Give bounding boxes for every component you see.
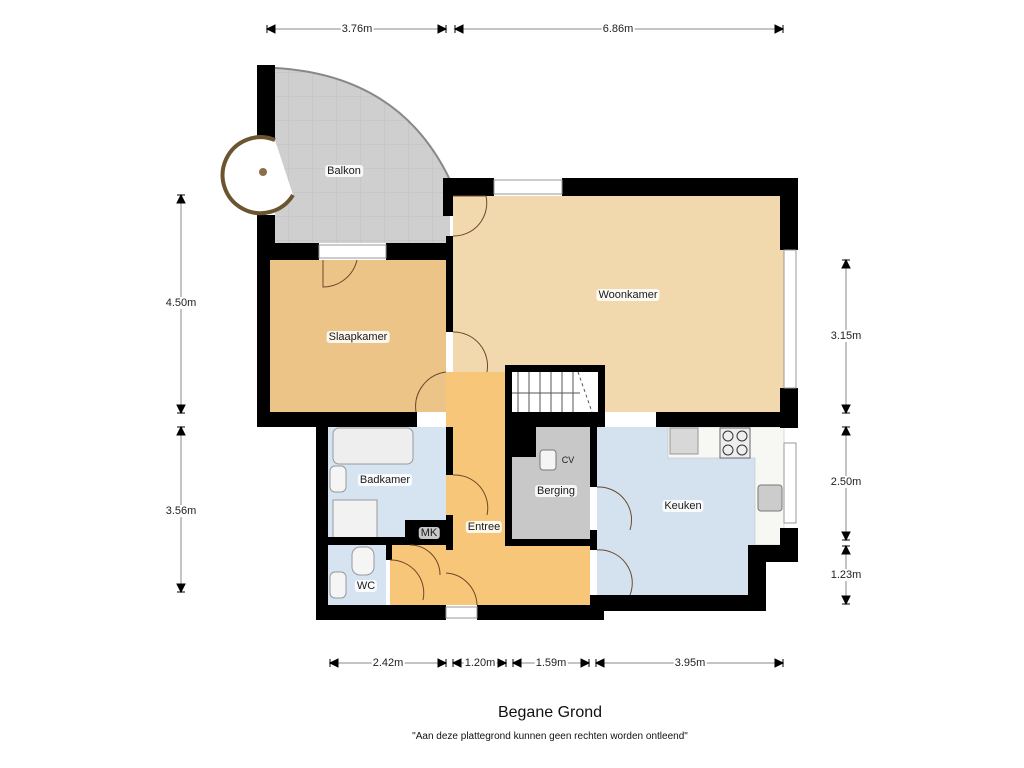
room-label-berging: Berging xyxy=(535,485,577,497)
shower-icon xyxy=(332,499,378,539)
dim-right-1: 3.15m xyxy=(829,330,863,342)
wc-washbasin-icon xyxy=(329,571,347,599)
bathtub-icon xyxy=(332,427,414,465)
dim-left-1: 4.50m xyxy=(164,297,198,309)
floor-title: Begane Grond xyxy=(497,704,603,721)
entree-floor xyxy=(390,372,590,605)
bathroom-fixtures xyxy=(329,427,557,599)
stove-icon xyxy=(719,427,751,459)
disclaimer-text: "Aan deze plattegrond kunnen geen rechte… xyxy=(412,731,688,742)
windows xyxy=(318,179,797,619)
dim-left-2: 3.56m xyxy=(164,505,198,517)
room-label-wc: WC xyxy=(354,580,378,592)
room-label-badkamer: Badkamer xyxy=(357,474,413,486)
dim-right-3: 1.23m xyxy=(829,569,863,581)
room-label-mk: MK xyxy=(418,527,440,539)
room-label-cv: CV xyxy=(561,455,575,465)
room-label-woonkamer: Woonkamer xyxy=(596,289,660,301)
dim-top-1: 3.76m xyxy=(340,23,374,35)
walls xyxy=(257,65,798,620)
dim-bottom-3: 1.59m xyxy=(534,657,568,669)
dim-bottom-2: 1.20m xyxy=(463,657,497,669)
dim-right-2: 2.50m xyxy=(829,476,863,488)
spiral-staircase xyxy=(220,135,295,216)
toilet-icon xyxy=(351,546,375,576)
dim-bottom-1: 2.42m xyxy=(371,657,405,669)
stairs xyxy=(507,371,593,413)
room-label-slaapkamer: Slaapkamer xyxy=(326,331,390,343)
dim-bottom-4: 3.95m xyxy=(673,657,707,669)
room-label-balkon: Balkon xyxy=(325,165,363,177)
stairs-area xyxy=(507,370,604,414)
room-label-entree: Entree xyxy=(465,521,503,533)
cv-boiler-icon xyxy=(539,449,557,471)
dim-top-2: 6.86m xyxy=(601,23,635,35)
sink-icon xyxy=(757,484,783,512)
washbasin-icon xyxy=(329,465,347,493)
balkon-area xyxy=(274,67,451,243)
door-swings xyxy=(322,195,633,606)
dimension-arrows xyxy=(176,24,851,668)
room-label-keuken: Keuken xyxy=(662,500,704,512)
